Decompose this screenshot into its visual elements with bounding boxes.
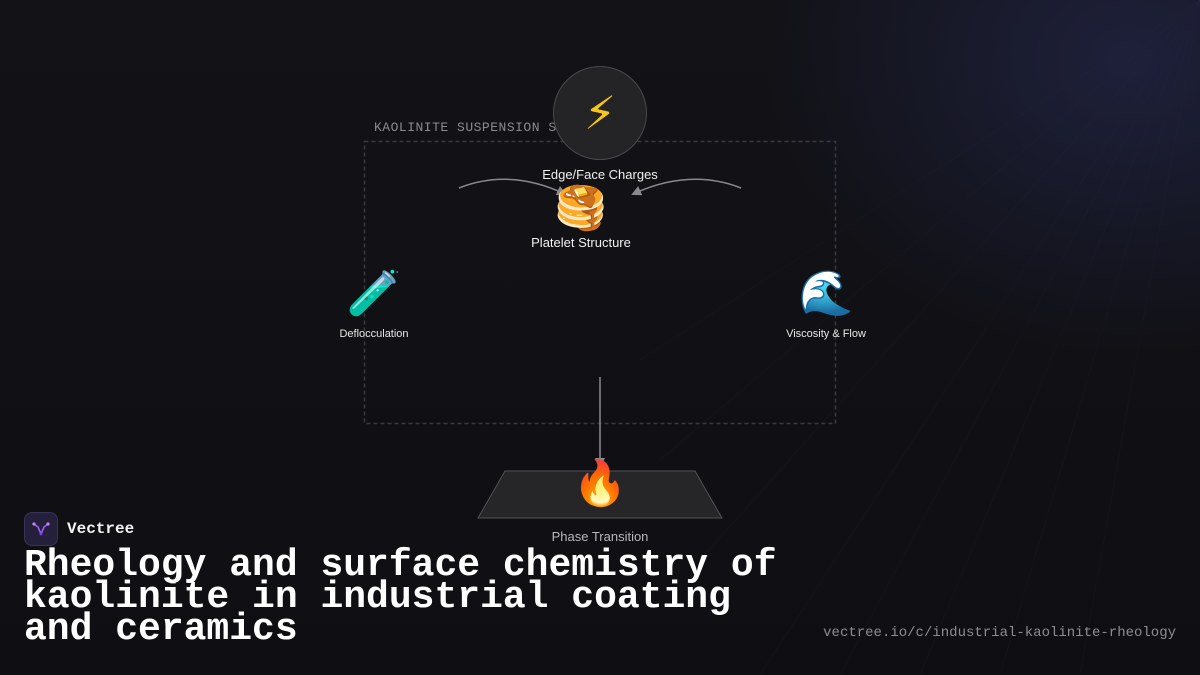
deflocculation-label: Deflocculation	[339, 328, 409, 340]
test-tube-icon: 🧪	[346, 269, 402, 318]
brand[interactable]: Vectree	[24, 512, 134, 546]
scope-label: KAOLINITE SUSPENSION SC	[374, 120, 565, 135]
brand-name: Vectree	[67, 520, 135, 538]
viscosity-node: 🌊 Viscosity & Flow	[766, 269, 886, 341]
water-wave-icon: 🌊	[798, 269, 854, 318]
vectree-logo-icon	[24, 512, 58, 546]
arrow-right-to-platelet	[631, 178, 742, 196]
pancake-stack-icon: 🥞	[554, 184, 608, 231]
platelet-label: Platelet Structure	[531, 235, 631, 250]
viscosity-label: Viscosity & Flow	[786, 328, 866, 340]
page-title: Rheology and surface chemistry of kaolin…	[24, 544, 777, 651]
phase-platform	[477, 470, 723, 519]
lightning-bolt-icon: ⚡	[583, 87, 617, 139]
fire-icon: 🔥	[572, 459, 628, 508]
phase-label: Phase Transition	[551, 529, 649, 544]
deflocculation-node: 🧪 Deflocculation	[314, 269, 434, 341]
charge-node: ⚡	[553, 66, 647, 160]
page-url[interactable]: vectree.io/c/industrial-kaolinite-rheolo…	[823, 625, 1176, 641]
arrow-left-to-platelet	[458, 178, 567, 196]
platelet-node: 🥞 Platelet Structure	[521, 184, 641, 251]
charge-label: Edge/Face Charges	[542, 167, 658, 182]
